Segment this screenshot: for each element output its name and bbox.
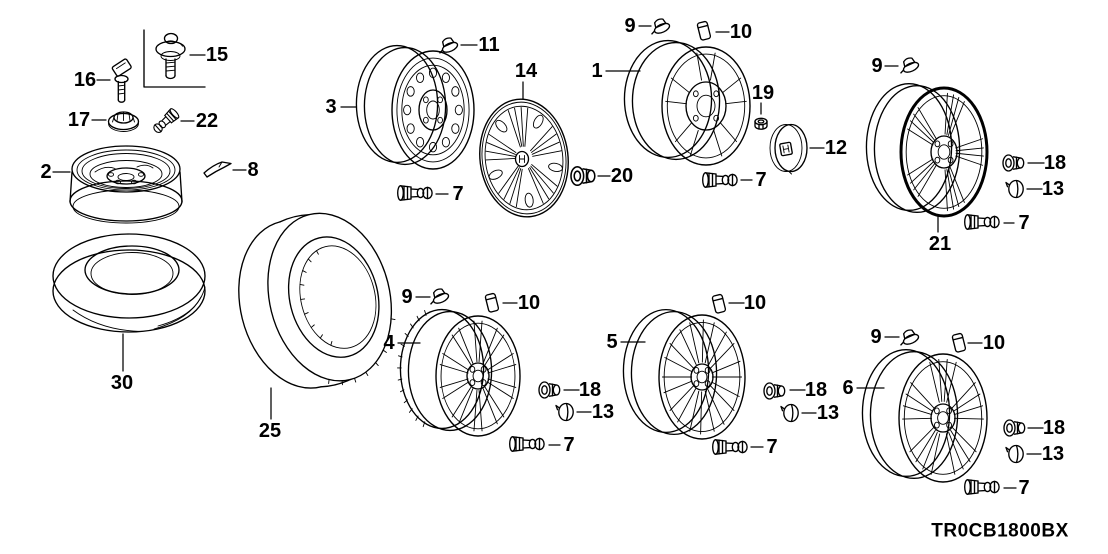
wheel-nut-20: [570, 166, 596, 186]
callout-19[interactable]: 19: [752, 82, 774, 104]
nut-cap-13: [780, 403, 799, 423]
callout-7[interactable]: 7: [1018, 477, 1029, 499]
valve-stem-7: [964, 479, 1000, 495]
steel-wheel-3: [355, 44, 475, 170]
balance-weight-8: [203, 161, 232, 178]
callout-4[interactable]: 4: [383, 332, 395, 354]
nut-cap-13: [1005, 179, 1024, 199]
tpms-valve-assembly-15: [155, 32, 186, 80]
callout-7[interactable]: 7: [766, 436, 777, 458]
callout-10[interactable]: 10: [730, 21, 752, 43]
callout-21[interactable]: 21: [929, 233, 951, 255]
tpms-grommet-11: [434, 34, 460, 57]
balance-weight-10: [484, 292, 500, 314]
diagram-code: TR0CB1800BX: [931, 521, 1069, 542]
part-15-bracket: [143, 29, 206, 88]
callout-25[interactable]: 25: [259, 420, 281, 442]
callout-3[interactable]: 3: [325, 96, 336, 118]
wheel-nut-18: [763, 382, 786, 400]
balance-weight-10: [711, 293, 727, 315]
callout-11[interactable]: 11: [478, 34, 499, 56]
wheel-nut-18: [1002, 154, 1025, 172]
callout-18[interactable]: 18: [805, 379, 827, 401]
balance-weight-10: [696, 20, 712, 42]
valve-core-tool-16: [111, 58, 132, 103]
callout-13[interactable]: 13: [817, 402, 839, 424]
nut-cap-13: [555, 402, 574, 422]
callout-16[interactable]: 16: [74, 69, 96, 91]
callout-20[interactable]: 20: [611, 165, 633, 187]
callout-14[interactable]: 14: [515, 60, 538, 82]
valve-stem-7: [964, 214, 1000, 230]
tpms-grommet-9: [895, 326, 921, 349]
tpms-grommet-9: [895, 54, 921, 77]
nut-cap-13: [1005, 444, 1024, 464]
callout-5[interactable]: 5: [606, 331, 617, 353]
callout-10[interactable]: 10: [983, 332, 1005, 354]
callout-30[interactable]: 30: [111, 372, 133, 394]
callout-9[interactable]: 9: [401, 286, 412, 308]
callout-18[interactable]: 18: [579, 379, 601, 401]
callout-8[interactable]: 8: [247, 159, 258, 181]
callout-7[interactable]: 7: [1018, 212, 1029, 234]
wheel-nut-18: [1003, 419, 1026, 437]
valve-stem-7: [712, 439, 748, 455]
balance-weight-10: [951, 332, 967, 354]
spare-tire-30: [52, 233, 206, 333]
alloy-wheel-5: [622, 308, 746, 440]
callout-12[interactable]: 12: [825, 137, 847, 159]
callout-9[interactable]: 9: [870, 326, 881, 348]
callout-13[interactable]: 13: [1042, 178, 1064, 200]
spacer-nut-19: [754, 117, 768, 130]
callout-1[interactable]: 1: [591, 60, 602, 82]
wheel-nut-18: [538, 381, 561, 399]
callout-10[interactable]: 10: [518, 292, 540, 314]
leader-lines: [52, 25, 1045, 489]
callout-18[interactable]: 18: [1043, 417, 1065, 439]
valve-stem-7: [509, 436, 545, 452]
alloy-wheel-21: [865, 82, 989, 218]
callout-15[interactable]: 15: [206, 44, 228, 66]
tire-25: [238, 212, 396, 389]
alloy-wheel-4: [397, 308, 521, 437]
callout-2[interactable]: 2: [40, 161, 51, 183]
callout-18[interactable]: 18: [1044, 152, 1066, 174]
valve-stem-7: [702, 172, 738, 188]
wheel-cover-14: [479, 98, 569, 218]
callout-22[interactable]: 22: [196, 110, 218, 132]
spare-tire-washer-17: [107, 111, 140, 132]
center-cap-12: [769, 123, 808, 175]
alloy-wheel-6: [861, 348, 988, 483]
valve-stem-22: [150, 106, 181, 136]
callout-10[interactable]: 10: [744, 292, 766, 314]
callout-9[interactable]: 9: [624, 15, 635, 37]
callout-7[interactable]: 7: [755, 169, 766, 191]
alloy-wheel-1: [623, 39, 751, 166]
callout-17[interactable]: 17: [68, 109, 90, 131]
callout-6[interactable]: 6: [842, 377, 853, 399]
callout-13[interactable]: 13: [592, 401, 614, 423]
callout-13[interactable]: 13: [1042, 443, 1064, 465]
callout-7[interactable]: 7: [452, 183, 463, 205]
wheel-cover-logo: [514, 150, 530, 168]
callout-7[interactable]: 7: [563, 434, 574, 456]
valve-stem-7: [397, 185, 433, 201]
callout-9[interactable]: 9: [871, 55, 882, 77]
spare-wheel-rim-2: [69, 145, 183, 224]
